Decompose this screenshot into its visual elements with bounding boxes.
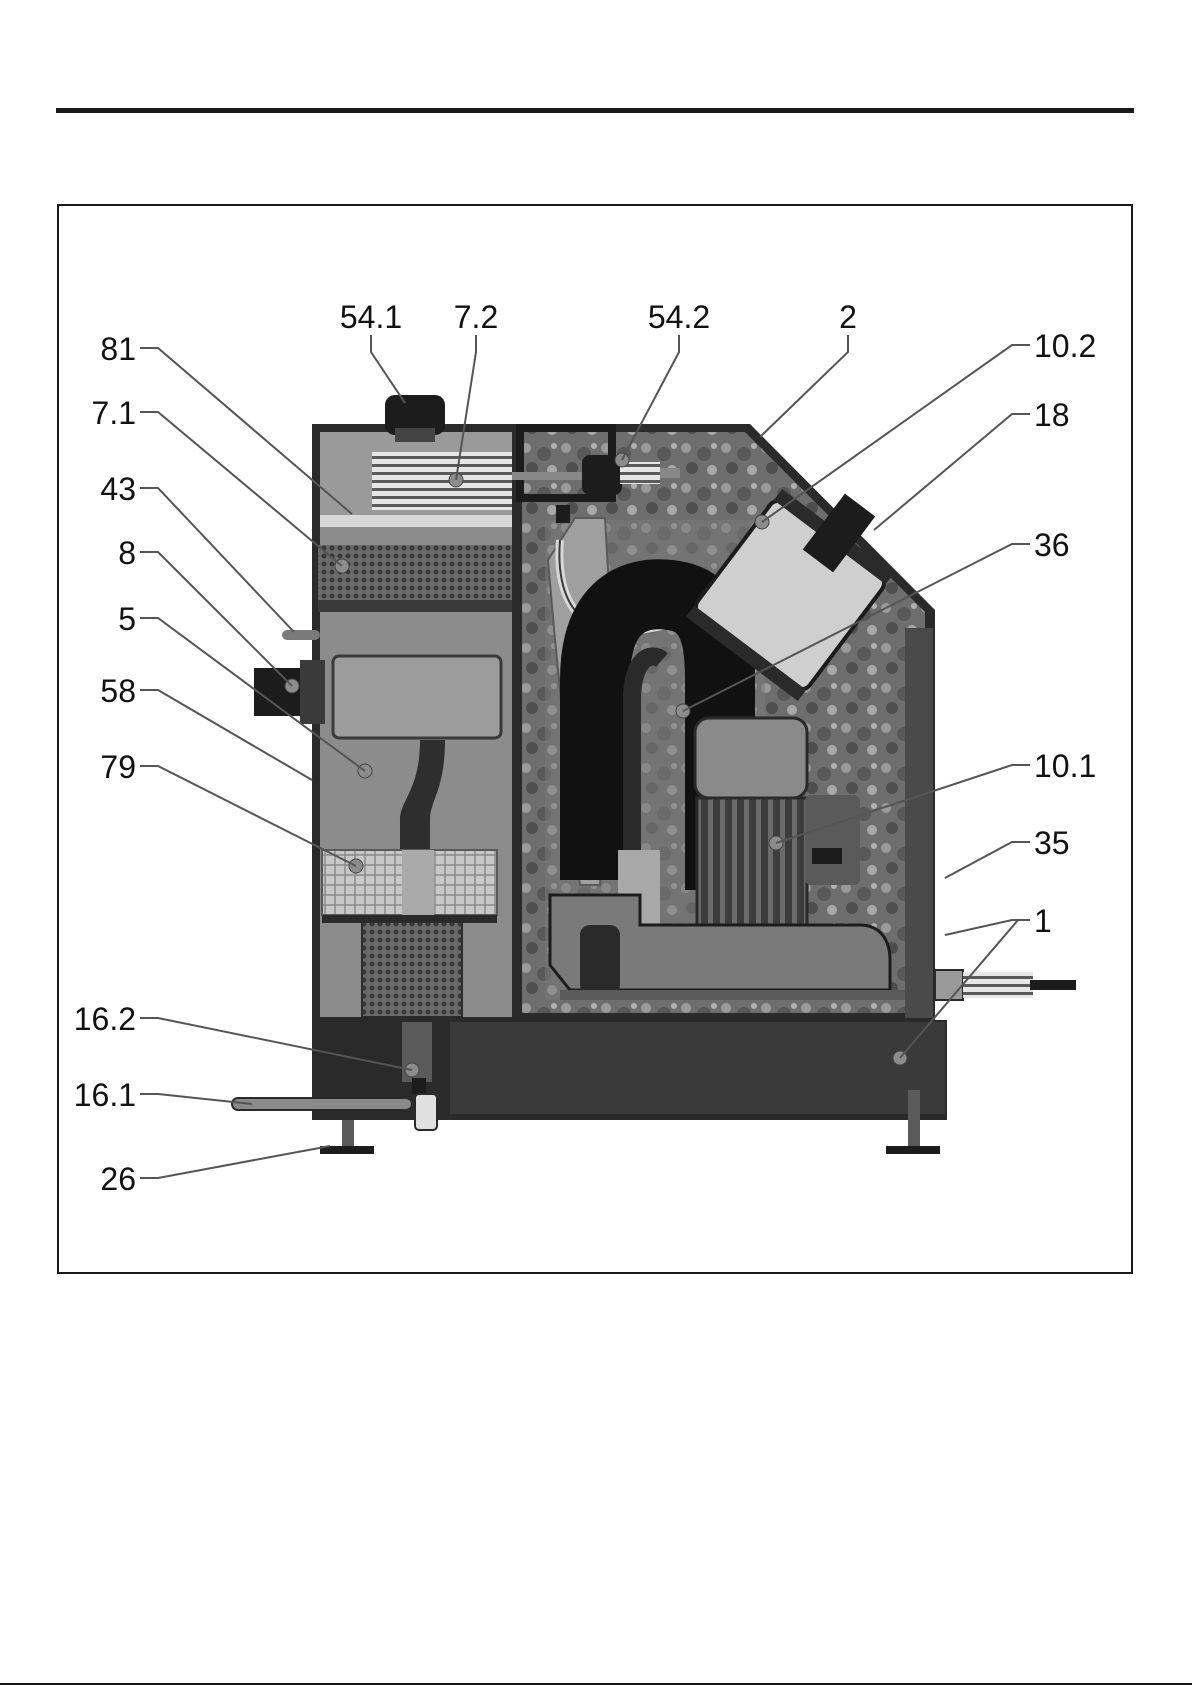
callout-35: 35 [1034, 825, 1070, 861]
callout-8: 8 [118, 535, 136, 571]
cable-gland [935, 970, 1076, 1000]
callout-7-1: 7.1 [92, 395, 136, 431]
callout-54-2: 54.2 [648, 299, 710, 335]
callout-36: 36 [1034, 527, 1070, 563]
callout-16-2: 16.2 [74, 1001, 136, 1037]
callout-16-1: 16.1 [74, 1077, 136, 1113]
callout-2: 2 [839, 299, 857, 335]
callout-1: 1 [1034, 903, 1052, 939]
callout-54-1: 54.1 [340, 299, 402, 335]
top-filter-block [318, 432, 518, 612]
callout-18: 18 [1034, 397, 1070, 433]
callout-10-1: 10.1 [1034, 748, 1096, 784]
callout-58: 58 [100, 673, 136, 709]
callout-81: 81 [100, 331, 136, 367]
divider-wall [512, 424, 522, 1020]
filter-mat [318, 545, 514, 600]
callout-79: 79 [100, 749, 136, 785]
callout-10-2: 10.2 [1034, 328, 1096, 364]
callout-5: 5 [118, 601, 136, 637]
heat-exchanger-coil [372, 452, 512, 510]
callout-7-2: 7.2 [454, 299, 498, 335]
callout-26: 26 [100, 1161, 136, 1197]
callout-43: 43 [100, 471, 136, 507]
